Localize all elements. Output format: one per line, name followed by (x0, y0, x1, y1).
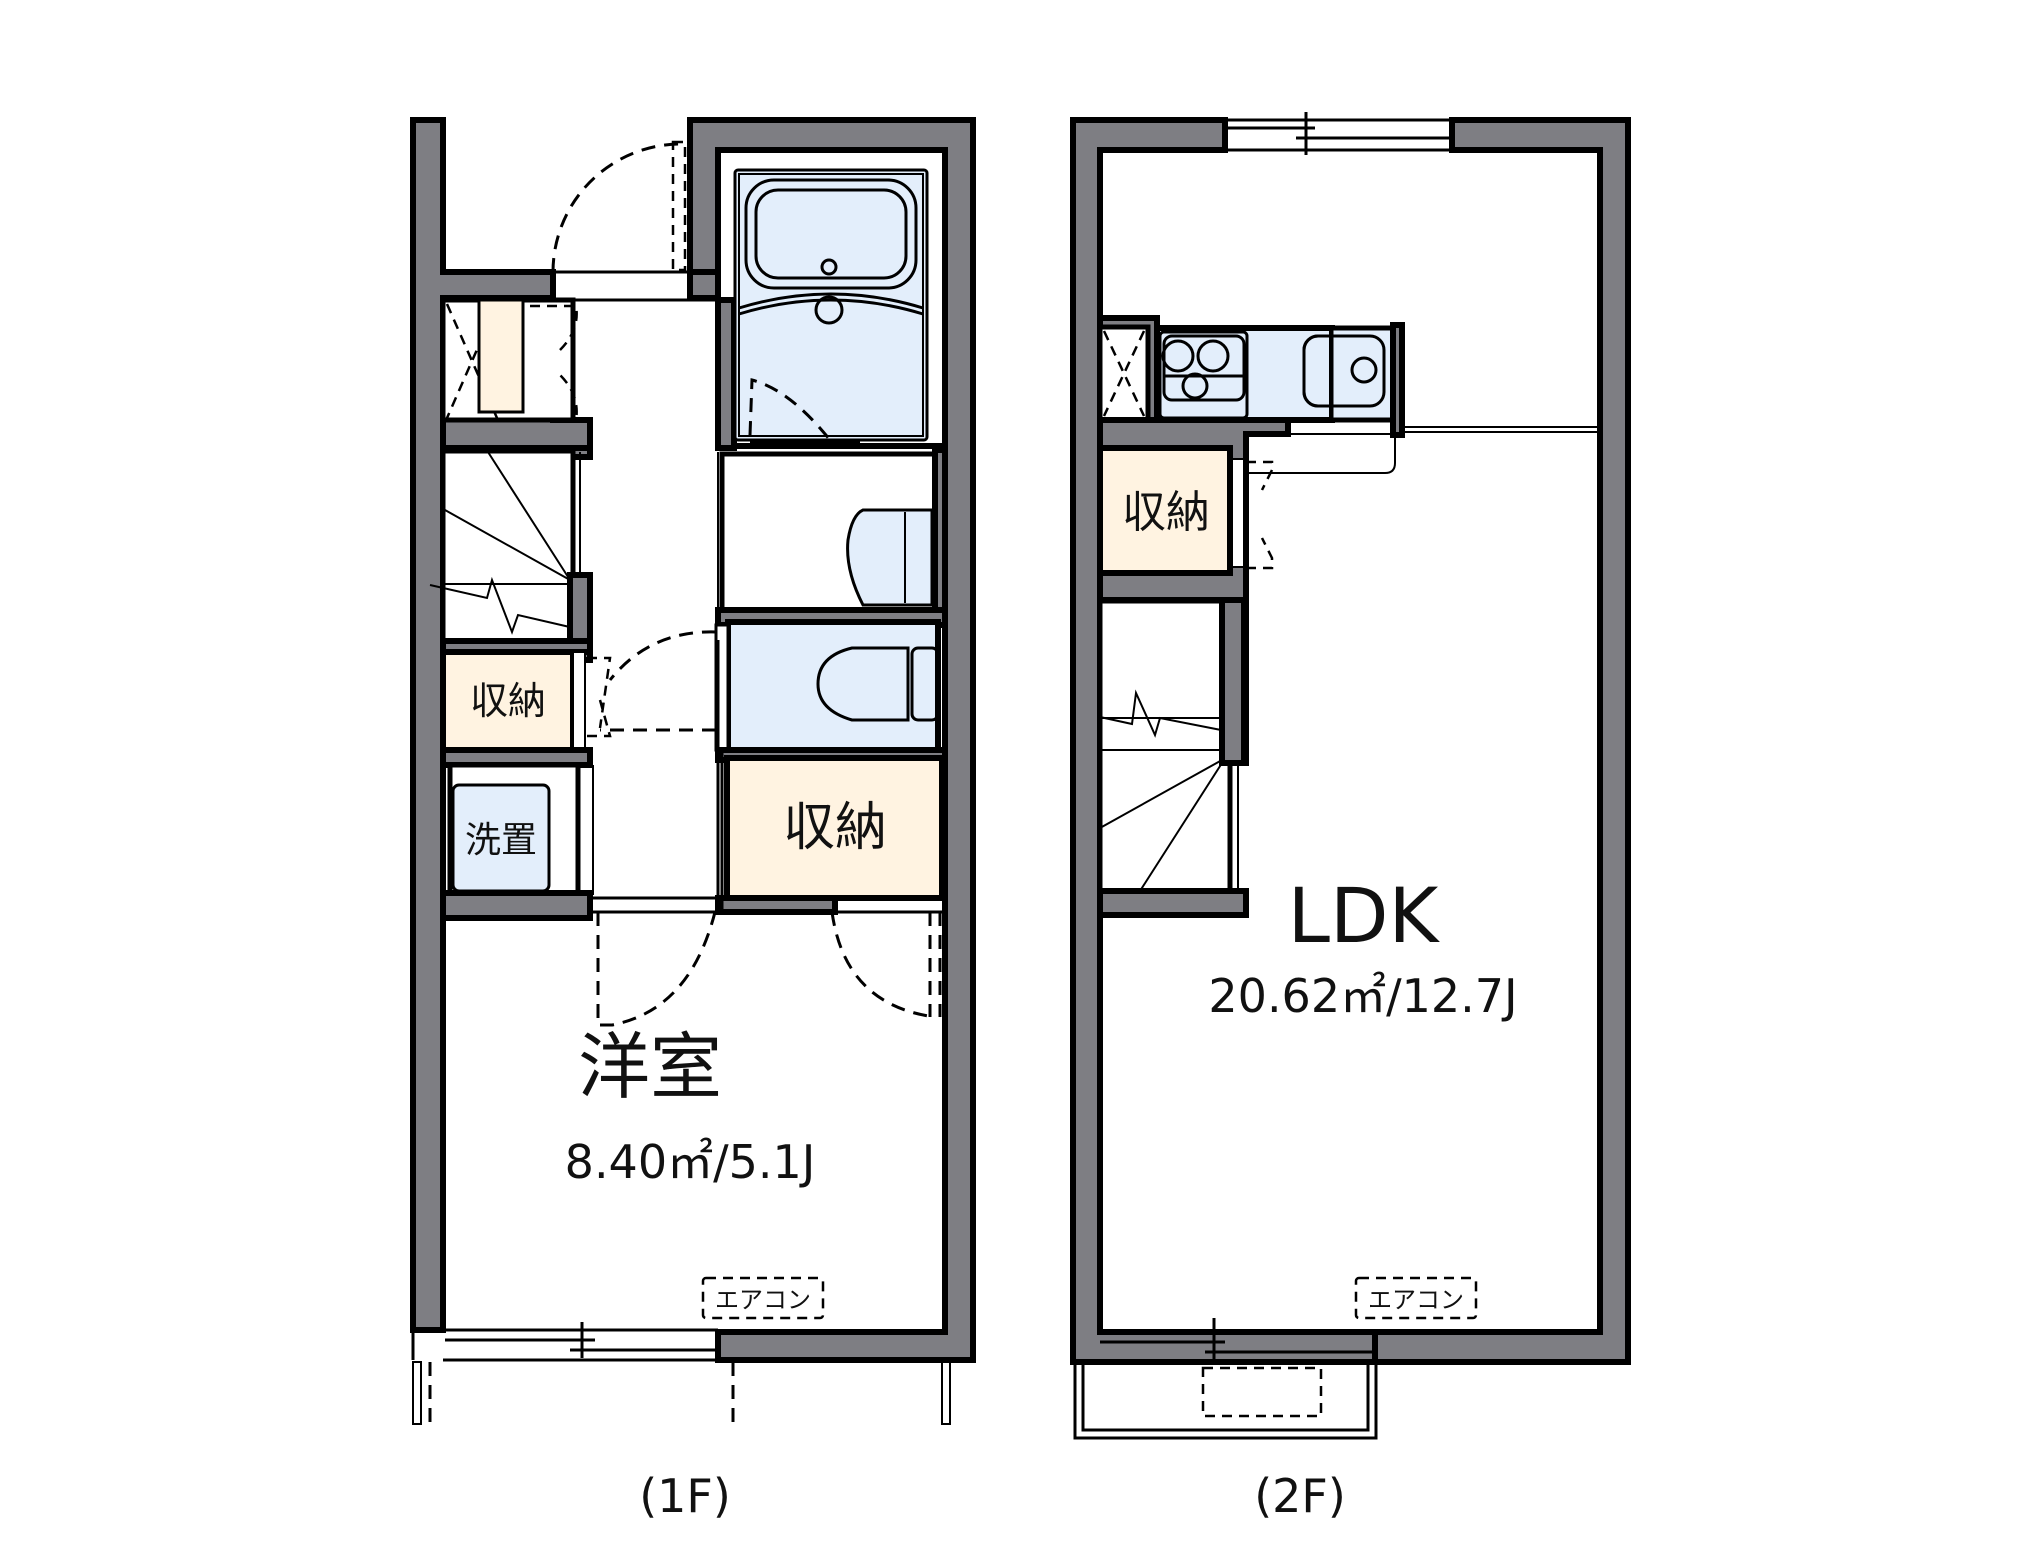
wall-washer-bottom (440, 890, 593, 921)
storage-large-label: 収納 (783, 798, 887, 858)
toilet (816, 646, 940, 722)
storage-small-label: 収納 (470, 679, 546, 723)
air-conditioner-2f-label: エアコン (1368, 1286, 1464, 1314)
burner-left-icon (1161, 339, 1195, 373)
toilet-bowl-icon (816, 646, 910, 722)
bath-door-swing (748, 378, 832, 441)
storage-small-door-frame (572, 651, 586, 751)
storage-2f (1097, 445, 1233, 576)
toilet-room (725, 619, 941, 753)
western-room: 洋室 8.40㎡/5.1J (565, 1025, 816, 1189)
storage-small-door-swing (587, 656, 612, 738)
exterior-post-right (941, 1361, 951, 1425)
stairs-2f (1097, 598, 1233, 894)
air-conditioner-1f: エアコン (701, 1276, 825, 1320)
ldk-name: LDK (1288, 871, 1441, 960)
bathtub-drain-icon (820, 258, 838, 276)
air-conditioner-2f: エアコン (1354, 1276, 1478, 1320)
toilet-tank-icon (910, 646, 940, 722)
ldk-area: 20.62㎡/12.7J (1208, 969, 1517, 1023)
room-door-left-swing (596, 911, 717, 1027)
stairs-2f-break-line (1099, 689, 1222, 738)
ldk-room: LDK 20.62㎡/12.7J (1208, 871, 1517, 1023)
bathtub-icon (744, 178, 918, 290)
stairs-1f-break-line (429, 576, 575, 635)
floor-drain-icon (814, 295, 844, 325)
western-room-area: 8.40㎡/5.1J (565, 1135, 816, 1189)
wall-bathroom-left (715, 297, 737, 451)
shoe-cabinet-fill (477, 298, 525, 414)
floor-2-caption: (2F) (1254, 1469, 1346, 1523)
floor-2-plan: 収納 LDK 20.62㎡/12.7J エアコン (2F) (1070, 112, 1631, 1523)
entry-door-swing (551, 142, 682, 273)
floor-1-plan: 収納 洗置 収納 洋室 8.40㎡/5.1J エアコン (410, 117, 976, 1523)
burner-center-icon (1181, 372, 1209, 400)
wall-storage-large-bottom (715, 895, 838, 915)
wall-washer-top (440, 747, 593, 768)
bathtub-unit (733, 168, 929, 445)
wall-2f-outer-right (1372, 117, 1631, 1365)
floor-1-caption: (1F) (639, 1469, 731, 1523)
fridge-space (1097, 324, 1151, 423)
storage-large-door-swing (830, 911, 942, 1019)
storage-large (724, 755, 945, 901)
air-conditioner-1f-label: エアコン (715, 1286, 811, 1314)
wall-stairs-2f-bottom (1097, 888, 1249, 918)
washbasin-icon (846, 508, 934, 607)
washer-space-label: 洗置 (465, 820, 537, 861)
balcony (1081, 1360, 1370, 1432)
exterior-post-left (412, 1361, 422, 1425)
washbasin (846, 508, 934, 607)
wall-washroom-right (932, 447, 948, 623)
wall-1f-entry-right (687, 269, 721, 301)
western-room-name: 洋室 (578, 1025, 722, 1109)
stairs-1f-treads (444, 451, 571, 585)
stairs-2f-treads (1099, 717, 1223, 892)
kitchen-end-wall (1390, 322, 1405, 438)
burner-right-icon (1196, 339, 1230, 373)
storage-2f-door-swing (1246, 460, 1274, 570)
shoe-cabinet-door (530, 304, 578, 422)
storage-small (440, 649, 576, 753)
outdoor-unit-space (1201, 1366, 1323, 1418)
entry-door-leaf (671, 140, 687, 272)
toilet-door-swing (600, 630, 717, 732)
storage-2f-label: 収納 (1122, 487, 1210, 538)
